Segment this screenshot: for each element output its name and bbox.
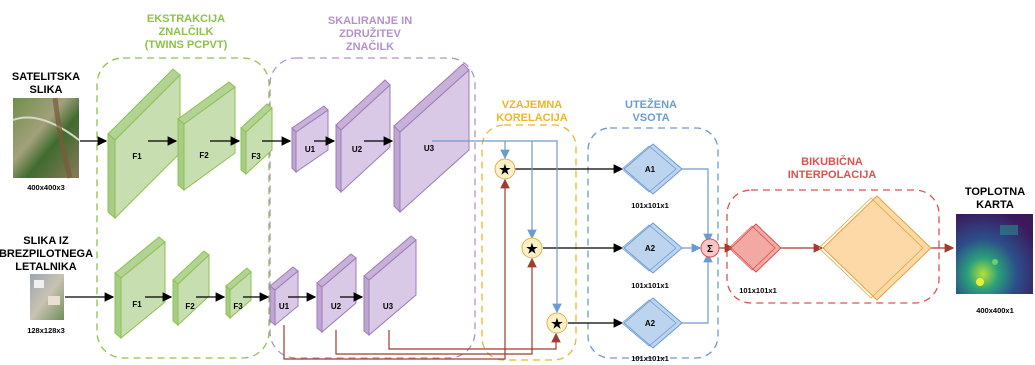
sat-block-f2: F2 xyxy=(177,81,236,192)
svg-text:★: ★ xyxy=(526,241,538,256)
correlation-region xyxy=(481,124,577,361)
svg-text:U2: U2 xyxy=(352,145,363,154)
svg-text:A1: A1 xyxy=(645,165,656,174)
scaling-title: SKALIRANJE IN ZDRUŽITEV ZNAČILK xyxy=(328,15,412,53)
svg-text:INTERPOLACIJA: INTERPOLACIJA xyxy=(788,169,877,181)
svg-text:UTEŽENA: UTEŽENA xyxy=(625,98,677,111)
heatmap-output: TOPLOTNA KARTA 400x400x1 xyxy=(956,186,1033,315)
svg-text:KARTA: KARTA xyxy=(976,199,1014,211)
svg-text:F2: F2 xyxy=(185,302,195,311)
drone-block-f3: F3 xyxy=(225,267,252,320)
svg-text:400x400x1: 400x400x1 xyxy=(976,306,1014,315)
svg-text:F3: F3 xyxy=(233,302,243,311)
svg-text:U1: U1 xyxy=(279,302,290,311)
svg-text:U1: U1 xyxy=(305,145,316,154)
weighted-sum-region xyxy=(587,127,719,359)
sat-block-f3: F3 xyxy=(240,103,273,176)
interp-output-diamond xyxy=(818,195,932,301)
svg-text:(TWINS PCPVT): (TWINS PCPVT) xyxy=(145,39,228,51)
extraction-region xyxy=(96,57,270,359)
drone-block-f1: F1 xyxy=(114,236,166,340)
svg-text:★: ★ xyxy=(499,162,511,177)
interpolation-title: BIKUBIČNA INTERPOLACIJA xyxy=(788,155,877,181)
svg-text:SLIKA: SLIKA xyxy=(30,84,63,96)
svg-text:TOPLOTNA: TOPLOTNA xyxy=(965,186,1025,198)
svg-text:SKALIRANJE IN: SKALIRANJE IN xyxy=(328,15,412,27)
svg-text:ZNAČILK: ZNAČILK xyxy=(346,40,394,53)
satellite-input: SATELITSKA SLIKA 400x400x3 xyxy=(12,71,80,192)
svg-text:U3: U3 xyxy=(424,144,435,153)
svg-text:101x101x1: 101x101x1 xyxy=(631,354,669,363)
extraction-title: EKSTRAKCIJA ZNALČILK (TWINS PCPVT) xyxy=(145,13,228,51)
svg-text:ZDRUŽITEV: ZDRUŽITEV xyxy=(339,27,401,40)
svg-text:BREZPILOTNEGA: BREZPILOTNEGA xyxy=(0,248,93,260)
svg-text:VSOTA: VSOTA xyxy=(632,112,669,124)
svg-text:A2: A2 xyxy=(645,319,656,328)
svg-text:F1: F1 xyxy=(132,300,142,309)
drone-block-f2: F2 xyxy=(172,250,210,327)
svg-text:SATELITSKA: SATELITSKA xyxy=(12,71,80,83)
svg-text:F2: F2 xyxy=(199,151,209,160)
svg-text:★: ★ xyxy=(551,316,563,331)
svg-text:LETALNIKA: LETALNIKA xyxy=(15,261,77,273)
heatmap-image xyxy=(956,214,1033,294)
svg-text:F1: F1 xyxy=(132,152,142,161)
correlation-op-2: ★ xyxy=(521,237,543,259)
sat-block-u2: U2 xyxy=(335,79,391,194)
sat-block-f1: F1 xyxy=(107,68,181,220)
svg-text:101x101x1: 101x101x1 xyxy=(739,286,777,295)
drone-block-u3: U3 xyxy=(363,235,417,337)
svg-text:ZNALČILK: ZNALČILK xyxy=(159,25,214,38)
interp-input-diamond: 101x101x1 xyxy=(728,223,782,295)
weight-a2-2: A2 101x101x1 xyxy=(621,297,683,363)
svg-text:EKSTRAKCIJA: EKSTRAKCIJA xyxy=(147,13,225,25)
svg-text:VZAJEMNA: VZAJEMNA xyxy=(502,99,563,111)
svg-text:U3: U3 xyxy=(383,302,394,311)
svg-text:A2: A2 xyxy=(645,244,656,253)
svg-text:U2: U2 xyxy=(331,302,342,311)
flow-arrows xyxy=(65,136,624,328)
svg-text:101x101x1: 101x101x1 xyxy=(631,201,669,210)
svg-text:SLIKA IZ: SLIKA IZ xyxy=(23,235,69,247)
svg-text:F3: F3 xyxy=(251,152,261,161)
interpolation-region xyxy=(726,189,940,304)
svg-text:128x128x3: 128x128x3 xyxy=(27,326,65,335)
svg-text:101x101x1: 101x101x1 xyxy=(631,281,669,290)
drone-input: SLIKA IZ BREZPILOTNEGA LETALNIKA 128x128… xyxy=(0,235,93,335)
red-connectors xyxy=(283,178,955,360)
weighted-sum-title: UTEŽENA VSOTA xyxy=(625,98,677,124)
drone-block-u1: U1 xyxy=(269,266,299,327)
correlation-op-3: ★ xyxy=(546,312,568,334)
weight-a1: A1 101x101x1 xyxy=(621,143,683,210)
sum-node: Σ xyxy=(700,238,720,258)
sat-block-u3: U3 xyxy=(393,63,470,214)
svg-text:BIKUBIČNA: BIKUBIČNA xyxy=(801,155,863,168)
svg-text:Σ: Σ xyxy=(707,244,713,255)
svg-text:400x400x3: 400x400x3 xyxy=(27,183,65,192)
svg-text:KORELACIJA: KORELACIJA xyxy=(496,112,568,124)
scaling-region xyxy=(269,57,476,359)
weight-a2-1: A2 101x101x1 xyxy=(621,222,683,290)
sat-block-u1: U1 xyxy=(291,105,329,174)
correlation-op-1: ★ xyxy=(494,158,516,180)
drone-block-u2: U2 xyxy=(316,253,357,334)
correlation-title: VZAJEMNA KORELACIJA xyxy=(496,99,568,124)
